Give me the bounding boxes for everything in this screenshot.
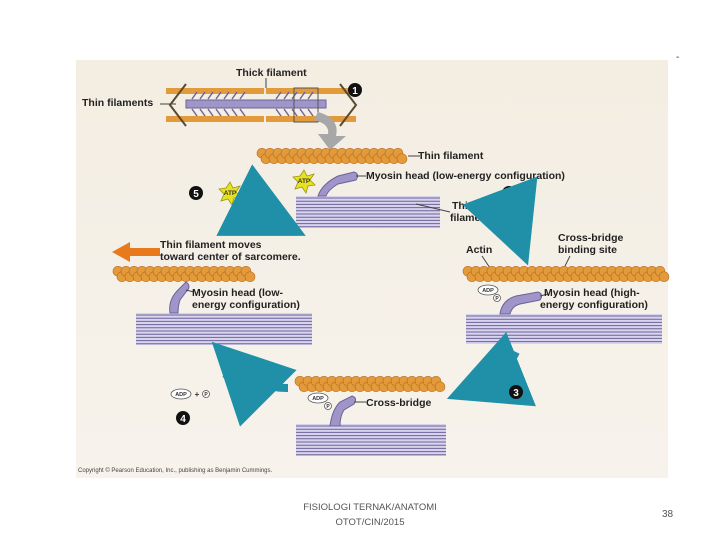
svg-text:5: 5 xyxy=(193,189,199,200)
label-binding-1: Cross-bridge xyxy=(558,232,624,244)
step-2-badge: 2 xyxy=(502,186,516,200)
step-5-badge: 5 xyxy=(189,186,203,200)
thick-filament xyxy=(136,313,312,345)
svg-text:2: 2 xyxy=(506,189,512,200)
zoom-arrow xyxy=(314,112,346,150)
footer: FISIOLOGI TERNAK/ANATOMI OTOT/CIN/2015 xyxy=(270,500,470,530)
label-thin-filament: Thin filament xyxy=(418,150,484,162)
svg-text:P: P xyxy=(495,296,499,302)
svg-text:P: P xyxy=(326,404,330,410)
label-binding-2: binding site xyxy=(558,244,617,256)
thick-filament xyxy=(296,424,446,456)
actin-filament xyxy=(256,147,408,165)
adp-pi-released: ADP + P xyxy=(170,388,210,400)
label-myosin-low2-2: energy configuration) xyxy=(192,299,300,311)
step-4-badge: 4 xyxy=(176,411,190,425)
label-thick-filament-mid-2: filament xyxy=(450,212,491,224)
label-thick-filament-mid-1: Thick xyxy=(452,200,480,212)
svg-text:3: 3 xyxy=(513,388,519,399)
cycle-arrow-5-to-1 xyxy=(242,206,282,232)
label-thick-filament-top: Thick filament xyxy=(236,67,307,79)
movement-arrow xyxy=(112,242,160,262)
thick-filament xyxy=(296,196,440,228)
label-cross-bridge: Cross-bridge xyxy=(366,397,432,409)
svg-text:4: 4 xyxy=(180,414,186,425)
svg-text:ADP: ADP xyxy=(175,392,187,398)
svg-text:ATP: ATP xyxy=(298,178,311,185)
adp-pi-cross-bridge: ADP P xyxy=(307,392,332,410)
svg-text:ADP: ADP xyxy=(312,396,324,402)
page-number: 38 xyxy=(662,509,674,520)
cycle-arrow-1-to-2 xyxy=(462,176,538,266)
thick-filament xyxy=(466,314,662,344)
label-actin: Actin xyxy=(466,244,492,256)
label-moves-1: Thin filament moves xyxy=(160,239,262,251)
label-moves-2: toward center of sarcomere. xyxy=(160,251,301,263)
svg-text:+: + xyxy=(195,390,200,399)
svg-text:ATP: ATP xyxy=(224,190,237,197)
label-thin-filaments: Thin filaments xyxy=(82,97,153,109)
stage-2-myosin-high-energy: Actin Cross-bridge binding site ADP P My… xyxy=(462,232,670,344)
step-3-badge: 3 xyxy=(509,385,523,399)
label-myosin-high-2: energy configuration) xyxy=(540,299,648,311)
footer-line-1: FISIOLOGI TERNAK/ANATOMI xyxy=(303,502,437,513)
copyright-line: Copyright © Pearson Education, Inc., pub… xyxy=(78,467,273,474)
label-myosin-low-1: Myosin head (low-energy configuration) xyxy=(366,170,565,182)
label-myosin-high-1: Myosin head (high- xyxy=(544,287,640,299)
stage-5-power-stroke: Thin filament moves toward center of sar… xyxy=(112,239,312,345)
svg-text:P: P xyxy=(204,392,208,398)
cycle-arrow-2-to-3 xyxy=(446,331,537,407)
actin-filament xyxy=(294,375,446,393)
step-1-badge: 1 xyxy=(348,83,362,97)
actin-filament xyxy=(112,265,256,283)
svg-text:1: 1 xyxy=(352,86,358,97)
footer-line-2: OTOT/CIN/2015 xyxy=(335,517,405,528)
cycle-arrow-4-to-5 xyxy=(220,353,243,383)
svg-text:ADP: ADP xyxy=(482,288,494,294)
stage-3-cross-bridge: ADP P Cross-bridge xyxy=(294,375,446,456)
label-myosin-low2-1: Myosin head (low- xyxy=(192,287,284,299)
corner-mark: - xyxy=(676,52,680,63)
cycle-arrow-3-to-4 xyxy=(211,341,297,427)
adp-pi-bound: ADP P xyxy=(477,284,501,302)
sarcomere-schematic: Thick filament Thin filaments xyxy=(82,67,358,127)
actin-filament xyxy=(462,265,670,283)
